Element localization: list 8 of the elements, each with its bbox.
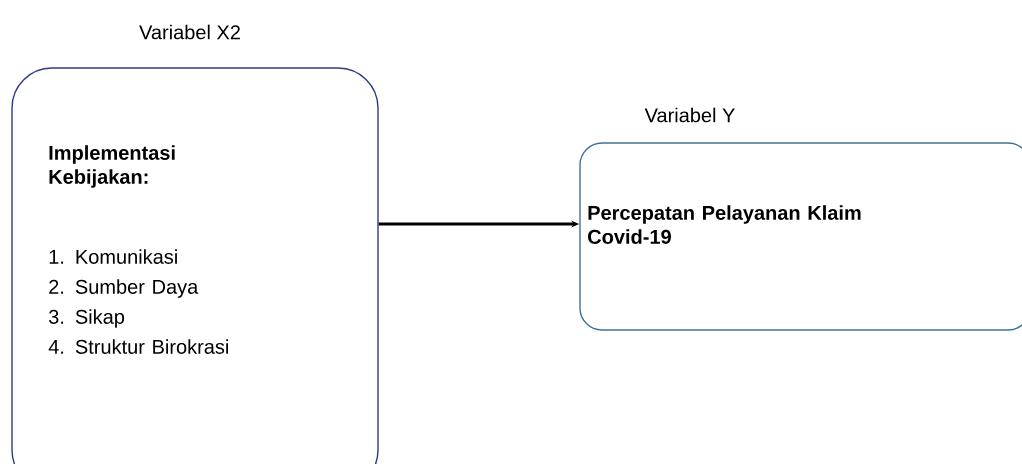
box-heading: Variabel Y xyxy=(644,107,735,123)
box-heading: Variabel X2 xyxy=(139,24,240,40)
list-item: 1. Komunikasi xyxy=(49,249,177,264)
list-item: 4. Struktur Birokrasi xyxy=(48,339,228,354)
list-item: 2. Sumber Daya xyxy=(49,279,199,298)
box-title: Percepatan Pelayanan Klaim Covid-19 xyxy=(588,205,861,244)
box-title: Implementasi Kebijakan: xyxy=(49,145,175,188)
list-item: 3. Sikap xyxy=(48,309,125,328)
